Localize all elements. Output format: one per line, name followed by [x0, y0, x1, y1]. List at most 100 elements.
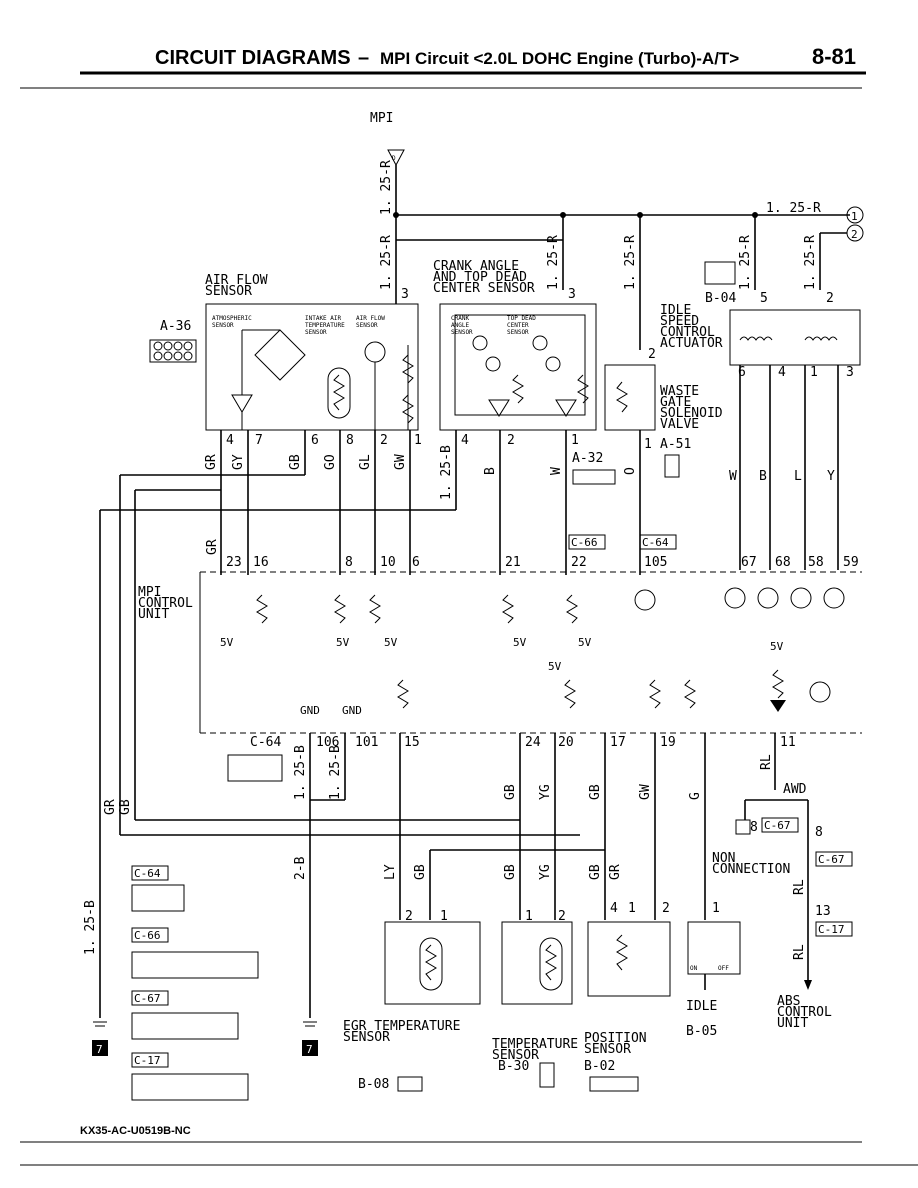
svg-text:ON: ON	[690, 965, 698, 972]
svg-text:6: 6	[738, 365, 746, 380]
svg-text:CRANK: CRANK	[451, 315, 469, 322]
power-feed: D 1. 25-R 1. 25-R 1 2 1. 25-R 1. 25-R 1.…	[379, 149, 864, 350]
svg-text:2: 2	[662, 901, 670, 916]
temp-conn: B-30	[498, 1059, 529, 1074]
svg-text:C-67: C-67	[818, 853, 845, 866]
page-header: CIRCUIT DIAGRAMS – MPI Circuit <2.0L DOH…	[20, 44, 866, 89]
svg-text:5V: 5V	[336, 636, 350, 649]
svg-text:C-64: C-64	[642, 536, 669, 549]
svg-text:2: 2	[405, 909, 413, 924]
svg-text:RL: RL	[792, 879, 807, 895]
svg-text:SENSOR: SENSOR	[451, 329, 473, 336]
svg-text:5V: 5V	[548, 660, 562, 673]
atmospheric-label: ATMOSPHERIC	[212, 315, 252, 322]
footer-code: KX35-AC-U0519B-NC	[80, 1125, 191, 1137]
svg-text:20: 20	[558, 735, 574, 750]
svg-text:2: 2	[826, 291, 834, 306]
svg-text:SENSOR: SENSOR	[507, 329, 529, 336]
svg-text:TOP DEAD: TOP DEAD	[507, 315, 536, 322]
svg-text:2: 2	[507, 433, 515, 448]
svg-text:24: 24	[525, 735, 541, 750]
air-flow-conn-label: A-36	[160, 319, 191, 334]
svg-text:TEMPERATURE: TEMPERATURE	[305, 322, 345, 329]
awd-label: AWD	[783, 782, 807, 797]
svg-text:D: D	[392, 155, 396, 162]
svg-text:5: 5	[760, 291, 768, 306]
svg-text:GB: GB	[588, 864, 603, 880]
svg-text:L: L	[794, 469, 802, 484]
svg-text:7: 7	[306, 1043, 313, 1056]
svg-text:Y: Y	[827, 469, 835, 484]
svg-text:11: 11	[780, 735, 796, 750]
svg-text:2: 2	[648, 347, 656, 362]
svg-text:1: 1	[414, 433, 422, 448]
svg-text:1. 25-B: 1. 25-B	[328, 745, 343, 800]
svg-text:3: 3	[401, 287, 409, 302]
svg-text:GR: GR	[103, 799, 118, 815]
wire-main-r-right: 1. 25-R	[766, 201, 821, 216]
idle-conn: B-04	[705, 291, 736, 306]
svg-text:67: 67	[741, 555, 757, 570]
page-number: 8-81	[812, 44, 856, 69]
svg-text:2: 2	[558, 909, 566, 924]
wire-main-r: 1. 25-R	[379, 160, 394, 215]
svg-text:8: 8	[346, 433, 354, 448]
svg-text:GB: GB	[288, 454, 303, 470]
svg-text:19: 19	[660, 735, 676, 750]
svg-text:1: 1	[571, 433, 579, 448]
svg-text:17: 17	[610, 735, 626, 750]
svg-text:23: 23	[226, 555, 242, 570]
svg-text:5V: 5V	[384, 636, 398, 649]
svg-text:C-64: C-64	[134, 867, 161, 880]
svg-text:1. 25-B: 1. 25-B	[83, 900, 98, 955]
svg-text:105: 105	[644, 555, 667, 570]
svg-text:3: 3	[846, 365, 854, 380]
svg-text:OFF: OFF	[718, 965, 729, 972]
svg-text:8: 8	[345, 555, 353, 570]
svg-text:1: 1	[628, 901, 636, 916]
svg-text:1: 1	[712, 901, 720, 916]
egr-conn: B-08	[358, 1077, 389, 1092]
svg-text:GB: GB	[413, 864, 428, 880]
svg-text:101: 101	[355, 735, 378, 750]
svg-text:B: B	[759, 469, 767, 484]
svg-text:10: 10	[380, 555, 396, 570]
svg-text:YG: YG	[538, 784, 553, 800]
svg-text:106: 106	[316, 735, 339, 750]
svg-text:4: 4	[461, 433, 469, 448]
svg-text:1. 25-R: 1. 25-R	[379, 235, 394, 290]
svg-text:GB: GB	[503, 864, 518, 880]
svg-text:4: 4	[778, 365, 786, 380]
svg-text:1. 25-R: 1. 25-R	[546, 235, 561, 290]
svg-text:C-66: C-66	[571, 536, 598, 549]
idle-switch-conn: B-05	[686, 1024, 717, 1039]
svg-text:5V: 5V	[513, 636, 527, 649]
svg-text:4: 4	[610, 901, 618, 916]
svg-text:GR: GR	[204, 454, 219, 470]
svg-text:7: 7	[255, 433, 263, 448]
svg-text:59: 59	[843, 555, 859, 570]
svg-text:C-66: C-66	[134, 929, 161, 942]
svg-text:GO: GO	[323, 454, 338, 470]
svg-text:LY: LY	[383, 864, 398, 880]
svg-text:5V: 5V	[578, 636, 592, 649]
svg-text:1: 1	[851, 210, 858, 223]
svg-text:C-17: C-17	[134, 1054, 161, 1067]
svg-text:GB: GB	[503, 784, 518, 800]
svg-text:6: 6	[412, 555, 420, 570]
svg-text:GW: GW	[393, 454, 408, 470]
waste-gate-conn: A-51	[660, 437, 691, 452]
svg-text:1. 25-R: 1. 25-R	[738, 235, 753, 290]
svg-text:YG: YG	[538, 864, 553, 880]
